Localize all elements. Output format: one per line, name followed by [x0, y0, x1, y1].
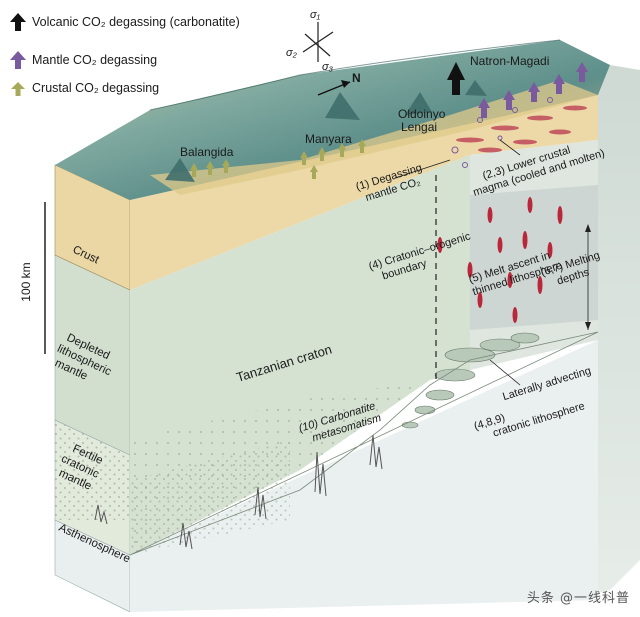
legend-mantle-label: Mantle CO₂ degassing [32, 53, 158, 67]
block-side-face [598, 65, 640, 593]
mantle-co2-arrows [478, 62, 588, 118]
crustal-arrow-icon [11, 82, 25, 96]
metasomatism-spikes [94, 434, 383, 550]
melt-zone-panel [470, 185, 598, 330]
melting-depth-arrow-up [585, 224, 591, 232]
melting-depth-arrow-down [585, 322, 591, 330]
place-oldoinyo-2: Lengai [401, 120, 437, 134]
stress-axes [302, 22, 334, 62]
legend-volcanic-label: Volcanic CO₂ degassing (carbonatite) [32, 15, 240, 29]
watermark: 头条 @一线科普 [526, 591, 630, 606]
topography-surface [55, 40, 610, 200]
melt-droplets [437, 197, 563, 323]
volcanoes [165, 80, 487, 182]
place-manyara: Manyara [305, 132, 352, 146]
volcanic-co2-arrow [447, 62, 465, 95]
mantle-arrow-icon [10, 51, 26, 69]
north-arrow [317, 80, 351, 96]
crust-front [130, 95, 598, 290]
place-balangida: Balangida [180, 145, 234, 159]
sigma3-label: σ₃ [322, 61, 334, 73]
legend-crustal-label: Crustal CO₂ degassing [32, 81, 160, 95]
place-oldoinyo-1: Oldoinyo [398, 107, 446, 121]
place-natron: Natron-Magadi [470, 54, 549, 68]
volcanic-arrow-icon [10, 13, 26, 31]
north-label: N [352, 71, 361, 85]
scale-label: 100 km [19, 262, 33, 301]
sigma1-label: σ₁ [310, 9, 321, 21]
escarpment [149, 39, 561, 111]
leader-lines [394, 139, 589, 386]
crustal-co2-arrows [190, 139, 366, 179]
magma-sills [456, 105, 587, 153]
sigma2-label: σ₂ [286, 47, 298, 59]
asthenosphere-boundary [129, 331, 599, 556]
lower-lithosphere-dots [130, 440, 290, 555]
asthenosphere-front [130, 340, 598, 612]
